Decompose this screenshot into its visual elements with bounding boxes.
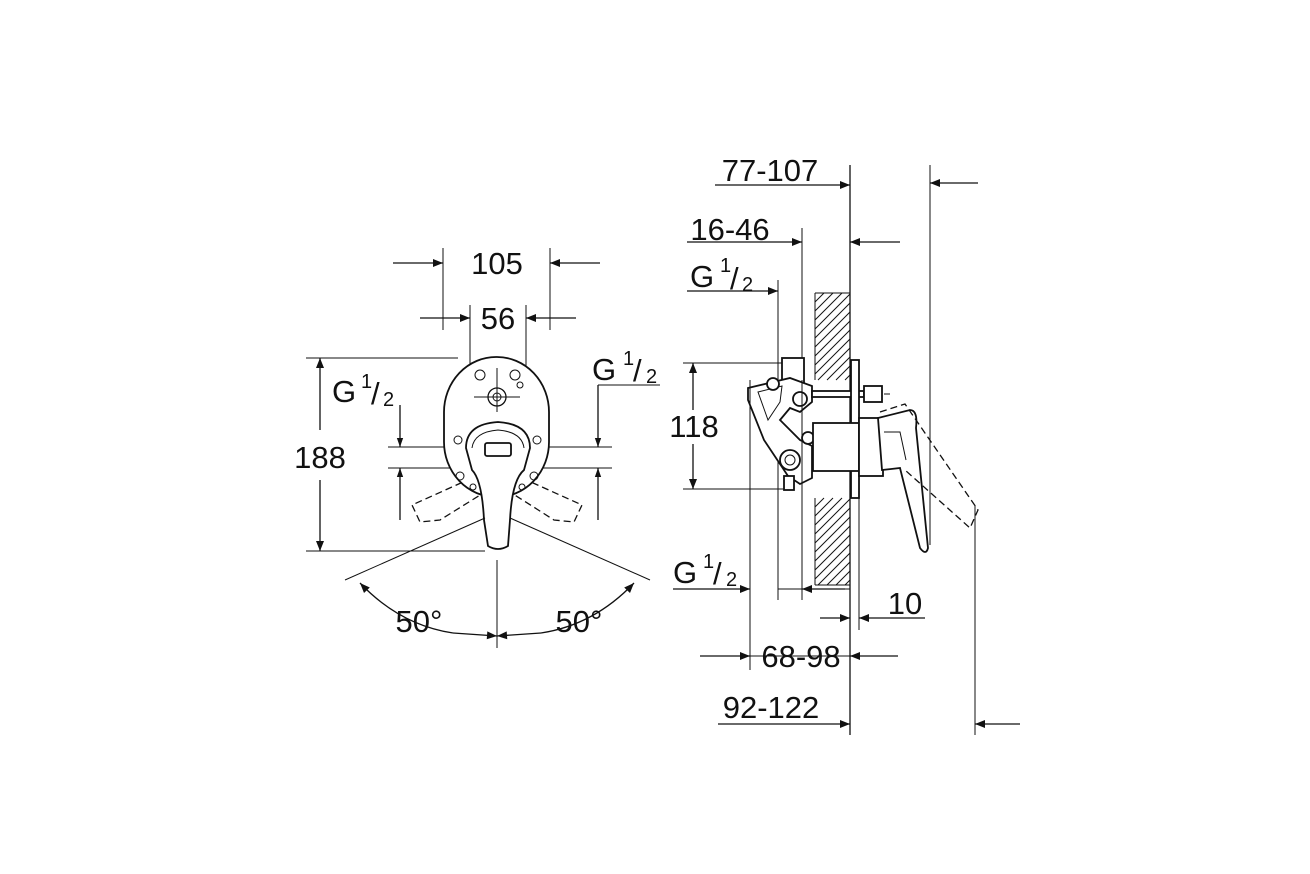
angle-right-label: 50°: [556, 604, 603, 639]
handle-rotation-left: [411, 477, 486, 523]
wall-hatch-line: [814, 311, 851, 348]
inlet-right-den: 2: [646, 366, 657, 388]
inlet-top-dimension: G 1 / 2: [687, 255, 779, 600]
wall-hatch-line: [814, 302, 851, 339]
width-outer-label: 105: [471, 246, 523, 281]
front-view: 105 56 188 G 1 / 2: [294, 246, 660, 648]
inlet-right-num: 1: [623, 348, 634, 370]
inlet-right-base: G: [592, 352, 616, 387]
height-total-label: 188: [294, 440, 346, 475]
wall-hatch-line: [844, 374, 851, 381]
wall-hatch-line: [835, 365, 851, 381]
inlet-left-slash: /: [371, 376, 380, 411]
inlet-bottom-slash: /: [713, 556, 722, 591]
valve-body: [747, 357, 890, 491]
handle-rotation-right: [509, 477, 583, 523]
inlet-top-base: G: [690, 259, 714, 294]
width-inner-label: 56: [481, 301, 515, 336]
wall-hatch-line: [814, 497, 825, 508]
dimension-spacing-118: 118: [669, 362, 798, 490]
wall-hatch-line: [814, 292, 825, 303]
lever-handle: [465, 421, 531, 550]
dimension-width-105: 105: [393, 246, 600, 330]
dimension-width-56: 56: [420, 301, 576, 445]
wall-hatch-line: [814, 525, 851, 562]
wall-hatch-line: [814, 292, 834, 312]
dimension-height-188: 188: [294, 357, 485, 552]
offset-label: 10: [888, 586, 922, 621]
wall-hatch-line: [814, 507, 851, 544]
wall-hatch-line: [814, 516, 851, 553]
depth-body-label: 16-46: [690, 212, 769, 247]
dimension-depth-total: 92-122: [718, 505, 1020, 735]
side-view: 77-107 16-46 G 1 / 2 118: [669, 153, 1020, 735]
dimension-offset-10: 10: [820, 498, 925, 630]
wall-hatch-line: [844, 579, 851, 586]
wall-hatch-line: [814, 320, 851, 357]
angle-left-label: 50°: [396, 604, 443, 639]
wall-hatch-line: [814, 329, 851, 366]
inlet-bottom-num: 1: [703, 551, 714, 573]
wall-hatch-line: [814, 292, 843, 321]
dimension-depth-mid: 68-98: [700, 639, 898, 674]
wall-hatch-line: [814, 497, 843, 526]
inlet-right-slash: /: [633, 353, 642, 388]
wall-hatch-line: [835, 570, 851, 586]
inlet-left-den: 2: [383, 389, 394, 411]
dimension-depth-body: 16-46: [687, 212, 900, 360]
wall-hatch-line: [814, 498, 851, 535]
angle-dimension: 50° 50°: [344, 517, 651, 640]
inlet-bottom-base: G: [673, 555, 697, 590]
depth-mid-label: 68-98: [761, 639, 840, 674]
spacing-label: 118: [669, 409, 718, 444]
wall-hatch-line: [826, 561, 851, 586]
wall-hatch-line: [814, 293, 851, 330]
inlet-top-num: 1: [720, 255, 731, 277]
inlet-left-num: 1: [361, 371, 372, 393]
inlet-left-base: G: [332, 374, 356, 409]
wall-hatch-line: [814, 543, 851, 580]
wall-hatch-line: [817, 552, 851, 586]
wall-hatch-line: [817, 347, 851, 381]
depth-top-label: 77-107: [722, 153, 819, 188]
side-lever-handle: [877, 403, 979, 553]
wall-hatch-line: [826, 356, 851, 381]
dimension-depth-top: 77-107: [715, 153, 978, 545]
inlet-bottom-den: 2: [726, 569, 737, 591]
trim-plate: [812, 359, 884, 499]
mounting-screws: [453, 435, 542, 491]
depth-total-label: 92-122: [723, 690, 820, 725]
wall-hatch-line: [814, 534, 851, 571]
wall-hatch-line: [814, 338, 851, 375]
inlet-top-den: 2: [742, 274, 753, 296]
wall-hatch-line: [814, 497, 834, 517]
inlet-bottom-dimension: G 1 / 2: [673, 380, 850, 670]
inlet-top-slash: /: [730, 261, 739, 296]
